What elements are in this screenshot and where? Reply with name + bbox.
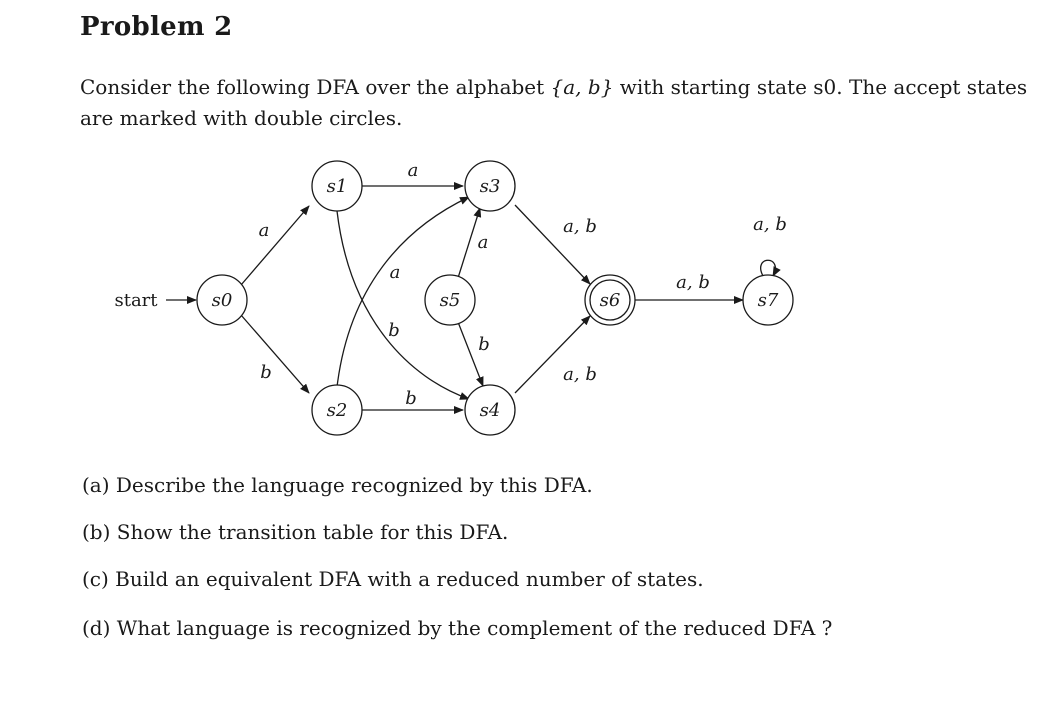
state-s4: [464, 384, 516, 436]
edge-s2-s3: [336, 196, 470, 388]
state-label-s2: s2: [327, 400, 348, 421]
state-label-s6: s6: [600, 290, 621, 311]
question-b: (b) Show the transition table for this D…: [82, 520, 509, 544]
start-label: start: [114, 290, 158, 311]
edge-label-s3-s6: a, b: [563, 216, 597, 237]
state-s2: [311, 384, 363, 436]
edge-s0-s2: [240, 314, 310, 394]
edge-label-s0-s2: b: [260, 362, 272, 383]
question-c: (c) Build an equivalent DFA with a reduc…: [82, 567, 704, 591]
state-label-s7: s7: [758, 290, 779, 311]
intro-text-2: with starting state s0. The accept state…: [80, 75, 1028, 130]
state-s0: [196, 274, 248, 326]
question-d: (d) What language is recognized by the c…: [82, 616, 833, 640]
state-label-s0: s0: [212, 290, 233, 311]
alphabet-set: {a, b}: [550, 75, 614, 99]
state-label-s5: s5: [440, 290, 461, 311]
state-s6-inner-ring: [589, 279, 631, 321]
edge-label-s0-s1: a: [259, 220, 270, 241]
edge-label-s4-s6: a, b: [563, 364, 597, 385]
edge-s5-s4: [457, 321, 484, 387]
state-label-s4: s4: [480, 400, 501, 421]
state-s7: [742, 274, 794, 326]
problem-heading: Problem 2: [80, 12, 233, 42]
state-label-s3: s3: [480, 176, 501, 197]
edge-label-s1-s3: a: [408, 160, 419, 181]
intro-text-1: Consider the following DFA over the alph…: [80, 75, 551, 99]
edge-s1-s4: [336, 210, 470, 400]
edge-label-s6-s7: a, b: [676, 272, 710, 293]
edge-s0-s1: [240, 205, 310, 286]
state-s1: [311, 160, 363, 212]
state-s3: [464, 160, 516, 212]
question-a: (a) Describe the language recognized by …: [82, 473, 593, 497]
edge-label-s7-self-loop: a, b: [753, 214, 787, 235]
edge-label-s5-s3: a: [478, 232, 489, 253]
edge-s5-s3: [457, 207, 482, 279]
edge-s7-self-loop: [760, 259, 781, 277]
edge-label-s1-s4: b: [388, 320, 400, 341]
problem-intro: Consider the following DFA over the alph…: [80, 72, 1030, 134]
state-s5: [424, 274, 476, 326]
edge-s3-s6: [514, 204, 591, 285]
edge-label-s2-s4: b: [405, 388, 417, 409]
edge-s4-s6: [514, 315, 591, 394]
edge-label-s2-s3: a: [390, 262, 401, 283]
state-label-s1: s1: [327, 176, 348, 197]
edge-label-s5-s4: b: [478, 334, 490, 355]
